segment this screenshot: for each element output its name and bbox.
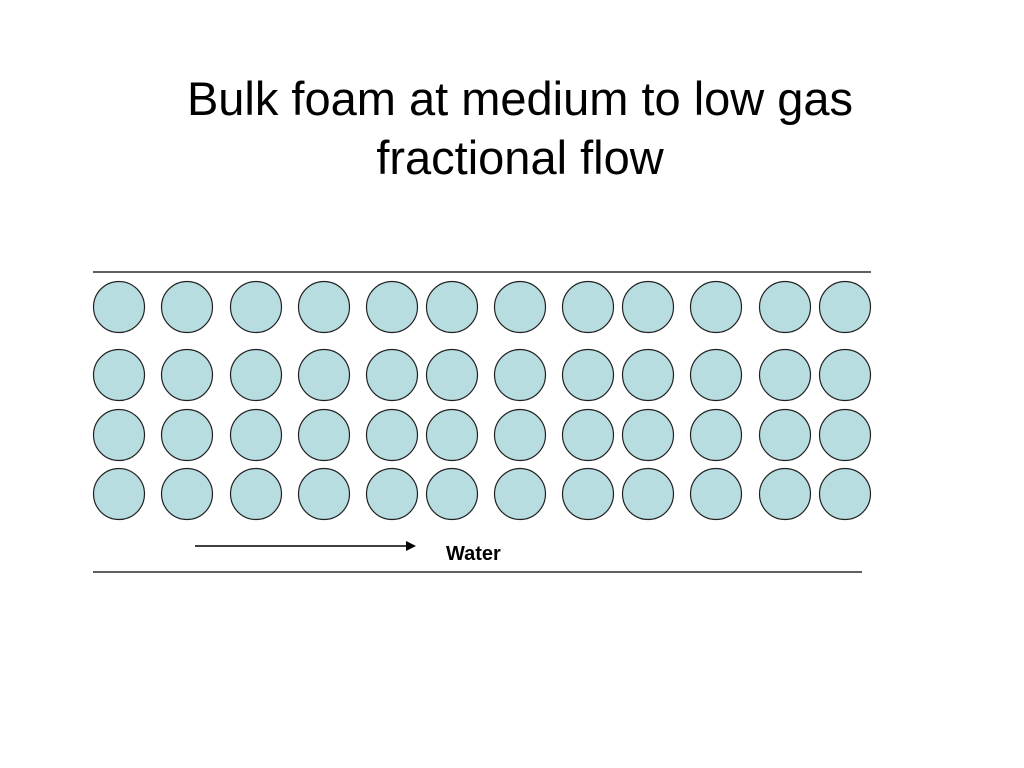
- gas-bubble: [297, 348, 351, 402]
- gas-bubble: [621, 280, 675, 334]
- gas-bubble: [92, 408, 146, 462]
- gas-bubble: [160, 467, 214, 521]
- gas-bubble: [621, 467, 675, 521]
- gas-bubble: [92, 280, 146, 334]
- gas-bubble: [425, 280, 479, 334]
- gas-bubble: [561, 280, 615, 334]
- gas-bubble: [493, 408, 547, 462]
- gas-bubble: [561, 408, 615, 462]
- gas-bubble: [561, 348, 615, 402]
- slide-title-line-1: Bulk foam at medium to low gas: [186, 72, 854, 125]
- gas-bubble: [818, 467, 872, 521]
- gas-bubble: [818, 280, 872, 334]
- bubble-grid: [92, 280, 872, 521]
- gas-bubble: [621, 408, 675, 462]
- gas-bubble: [818, 408, 872, 462]
- gas-bubble: [365, 467, 419, 521]
- gas-bubble: [160, 280, 214, 334]
- flow-arrow-head-icon: [406, 541, 416, 551]
- gas-bubble: [365, 280, 419, 334]
- slide-title-line-2: fractional flow: [376, 130, 664, 184]
- gas-bubble: [689, 408, 743, 462]
- flow-label-water: Water: [446, 543, 501, 565]
- gas-bubble: [689, 467, 743, 521]
- gas-bubble: [689, 348, 743, 402]
- gas-bubble: [425, 408, 479, 462]
- slide-title: Bulk foam at medium to low gas fractiona…: [0, 70, 1024, 188]
- gas-bubble: [92, 467, 146, 521]
- gas-bubble: [297, 408, 351, 462]
- flow-arrow: [195, 541, 416, 551]
- gas-bubble: [425, 467, 479, 521]
- gas-bubble: [621, 348, 675, 402]
- gas-bubble: [160, 348, 214, 402]
- gas-bubble: [297, 467, 351, 521]
- gas-bubble: [758, 408, 812, 462]
- gas-bubble: [297, 280, 351, 334]
- gas-bubble: [493, 467, 547, 521]
- gas-bubble: [758, 348, 812, 402]
- gas-bubble: [689, 280, 743, 334]
- gas-bubble: [758, 280, 812, 334]
- gas-bubble: [229, 408, 283, 462]
- gas-bubble: [160, 408, 214, 462]
- gas-bubble: [493, 348, 547, 402]
- gas-bubble: [92, 348, 146, 402]
- gas-bubble: [758, 467, 812, 521]
- gas-bubble: [229, 348, 283, 402]
- gas-bubble: [365, 348, 419, 402]
- gas-bubble: [229, 280, 283, 334]
- gas-bubble: [425, 348, 479, 402]
- gas-bubble: [493, 280, 547, 334]
- gas-bubble: [818, 348, 872, 402]
- gas-bubble: [561, 467, 615, 521]
- gas-bubble: [365, 408, 419, 462]
- gas-bubble: [229, 467, 283, 521]
